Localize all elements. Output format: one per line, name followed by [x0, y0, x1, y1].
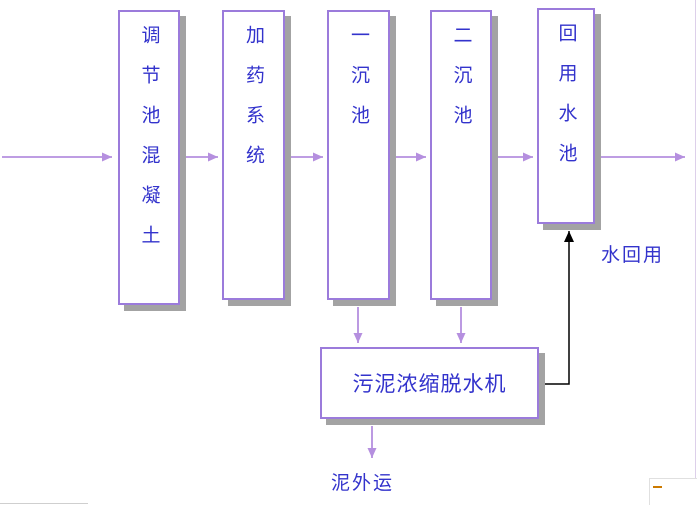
window-bottom-edge: [0, 503, 88, 504]
box-regulating-tank-label: 调节池混凝土: [138, 25, 161, 265]
box-dosing-system-label: 加药系统: [243, 25, 265, 185]
corner-artifact: [649, 478, 697, 505]
water-reuse-label: 水回用: [601, 244, 665, 266]
box-primary-sedimentation-tank: 一沉池: [327, 10, 390, 300]
window-right-edge: [695, 0, 696, 505]
box-sludge-dewatering-machine: 污泥浓缩脱水机: [320, 347, 539, 419]
box-secondary-sedimentation-tank-label: 二沉池: [450, 25, 473, 145]
box-reuse-water-tank-label: 回用水池: [555, 23, 578, 183]
box-reuse-water-tank: 回用水池: [537, 8, 595, 224]
box-primary-sedimentation-tank-label: 一沉池: [348, 25, 370, 145]
box-dosing-system: 加药系统: [222, 10, 285, 300]
box-sludge-dewatering-machine-label: 污泥浓缩脱水机: [352, 372, 507, 396]
box-secondary-sedimentation-tank: 二沉池: [430, 10, 492, 300]
box-regulating-tank: 调节池混凝土: [118, 10, 180, 305]
sludge-out-label: 泥外运: [331, 472, 395, 494]
corner-mark: [653, 486, 662, 488]
water-return-arrow: [540, 231, 574, 385]
